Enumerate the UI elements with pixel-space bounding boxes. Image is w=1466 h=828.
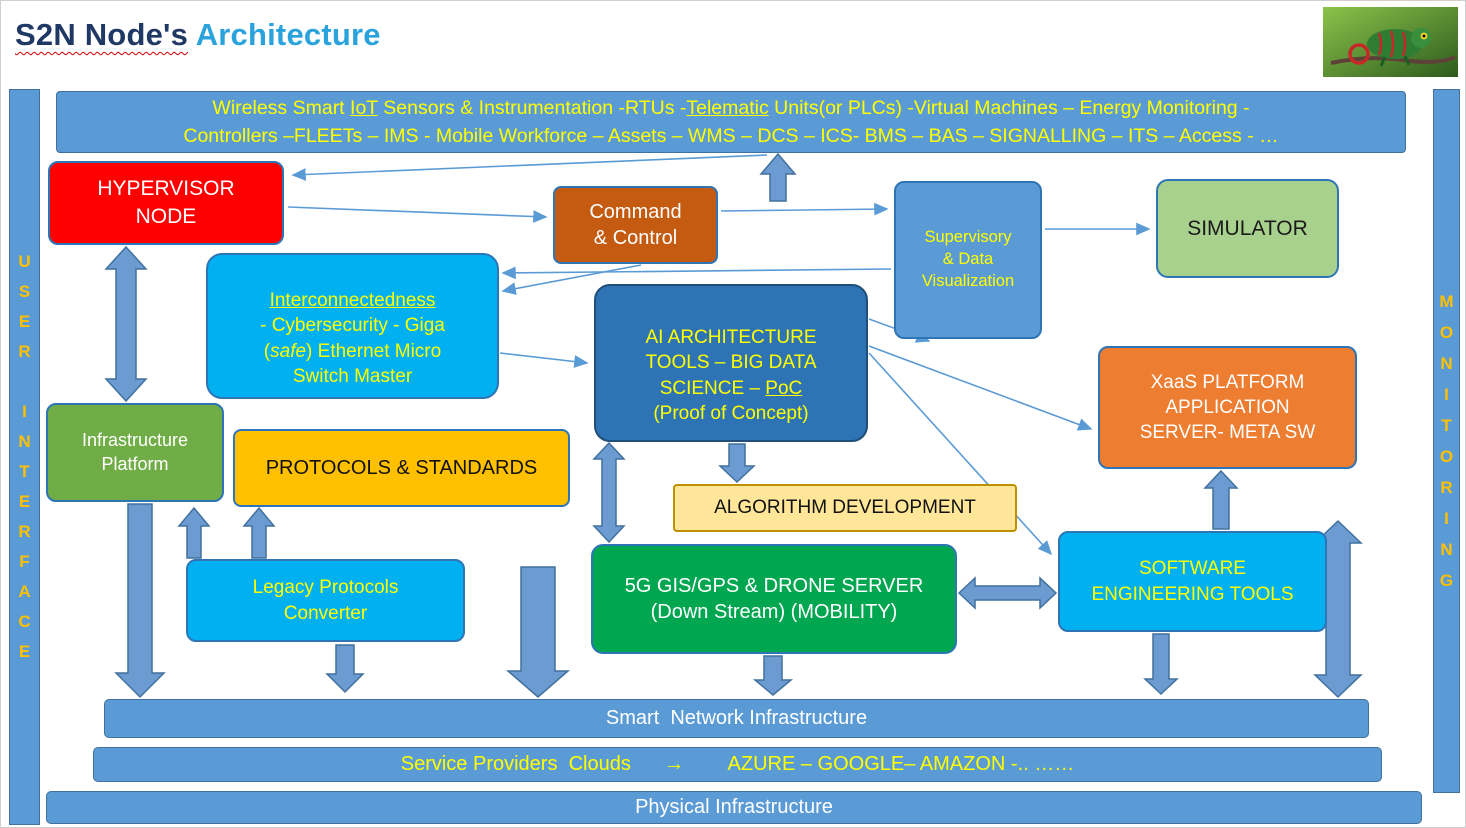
5g-gis-gps-drone-server-box: 5G GIS/GPS & DRONE SERVER (Down Stream) … <box>591 544 957 654</box>
command-control-box: Command & Control <box>553 186 718 264</box>
supervisory-data-visualization-box: Supervisory & Data Visualization <box>894 181 1042 339</box>
arrow-ai-to-algorithm <box>718 443 756 484</box>
interconnectedness-word: Interconnectedness <box>269 290 436 312</box>
banner-text: Sensors & Instrumentation -RTUs - <box>377 97 687 119</box>
page-title: S2N Node's Architecture <box>15 17 381 53</box>
physical-infrastructure-bar: Physical Infrastructure <box>46 791 1422 824</box>
smart-network-infrastructure-bar: Smart Network Infrastructure <box>104 699 1369 738</box>
connector-interconnect-ai <box>499 352 589 368</box>
title-prefix: S2N Node's <box>15 17 189 52</box>
service-providers-clouds-bar: Service Providers Clouds → AZURE – GOOGL… <box>93 747 1382 782</box>
interconnectedness-box: Interconnectedness - Cybersecurity - Gig… <box>206 253 499 399</box>
connector-ai-xaas <box>868 345 1093 431</box>
banner-line-1: Wireless Smart IoT Sensors & Instrumenta… <box>57 94 1405 122</box>
ai-text: (Proof of Concept) <box>653 402 809 424</box>
algorithm-development-box: ALGORITHM DEVELOPMENT <box>673 484 1017 532</box>
title-suffix: Architecture <box>188 17 381 52</box>
arrow-drone-software-bidirectional <box>957 576 1058 610</box>
poc-word: PoC <box>765 377 803 399</box>
iot-sensors-banner: Wireless Smart IoT Sensors & Instrumenta… <box>56 91 1406 153</box>
connector-supervisory-interconnect <box>501 266 892 280</box>
connector-hypervisor-command <box>287 206 548 223</box>
arrow-command-to-banner <box>759 152 797 202</box>
chameleon-logo-image <box>1323 7 1458 77</box>
banner-text: Units(or PLCs) -Virtual Machines – Energ… <box>768 97 1250 119</box>
banner-line-2: Controllers –FLEETs – IMS - Mobile Workf… <box>183 125 1279 147</box>
arrow-ai-drone-bidirectional <box>592 441 626 544</box>
connector-command-supervisory <box>720 202 889 216</box>
arrow-drone-to-network <box>752 655 794 696</box>
interconnect-text: ) Ethernet Micro Switch Master <box>292 340 442 387</box>
arrow-software-to-network <box>1143 633 1179 696</box>
chameleon-icon <box>1323 7 1458 77</box>
user-interface-rail-label: U S E R I N T E R F A C E <box>18 252 31 661</box>
banner-text-telematic: Telematic <box>686 97 769 119</box>
user-interface-rail: U S E R I N T E R F A C E <box>9 89 40 825</box>
monitoring-rail-label: M O N I T O R I N G <box>1439 292 1454 590</box>
ai-architecture-label: AI ARCHITECTURE TOOLS – BIG DATA SCIENCE… <box>645 300 816 425</box>
ai-text: AI ARCHITECTURE TOOLS – BIG DATA SCIENCE… <box>645 327 817 399</box>
arrow-legacy-to-protocols <box>242 506 276 559</box>
arrow-legacy-to-infrastructure <box>177 506 211 559</box>
arrow-legacy-to-network <box>325 644 365 694</box>
safe-word: safe <box>270 340 307 362</box>
software-engineering-tools-box: SOFTWARE ENGINEERING TOOLS <box>1058 531 1327 632</box>
infrastructure-platform-box: Infrastructure Platform <box>46 403 224 502</box>
ai-architecture-tools-box: AI ARCHITECTURE TOOLS – BIG DATA SCIENCE… <box>594 284 868 442</box>
monitoring-rail: M O N I T O R I N G <box>1433 89 1460 793</box>
arrow-infrastructure-to-network <box>114 503 166 699</box>
banner-text-iot: IoT <box>350 97 378 119</box>
arrow-hypervisor-infrastructure <box>104 245 148 403</box>
simulator-box: SIMULATOR <box>1156 179 1339 278</box>
arrow-protocols-to-network <box>505 566 571 698</box>
protocols-standards-box: PROTOCOLS & STANDARDS <box>233 429 570 507</box>
connector-banner-hypervisor <box>291 154 768 181</box>
hypervisor-node-box: HYPERVISOR NODE <box>48 161 284 245</box>
xaas-platform-box: XaaS PLATFORM APPLICATION SERVER- META S… <box>1098 346 1357 469</box>
legacy-protocols-converter-box: Legacy Protocols Converter <box>186 559 465 642</box>
interconnect-text: - Cybersecurity - Giga ( <box>260 315 445 362</box>
banner-text: Wireless Smart <box>212 97 351 119</box>
arrow-software-to-xaas <box>1203 469 1239 530</box>
interconnectedness-label: Interconnectedness - Cybersecurity - Gig… <box>260 263 445 388</box>
